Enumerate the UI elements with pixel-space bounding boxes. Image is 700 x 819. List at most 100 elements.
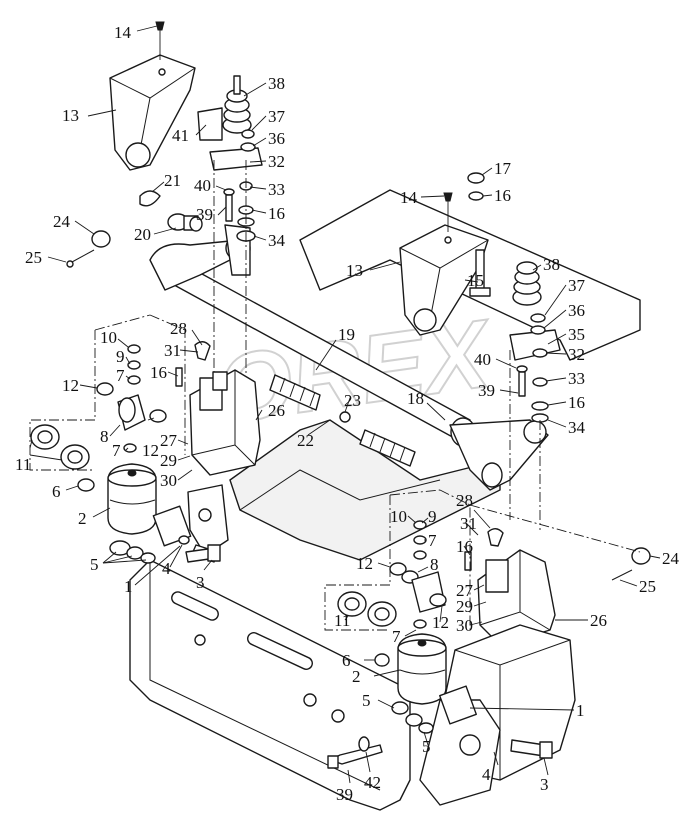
lever-arm-right — [449, 419, 549, 491]
leader-lines — [29, 25, 661, 784]
callout-39: 39 — [196, 205, 213, 224]
callout-32: 32 — [268, 152, 285, 171]
callout-10: 10 — [390, 507, 407, 526]
callout-20: 20 — [134, 225, 151, 244]
callout-16: 16 — [268, 204, 285, 223]
callout-19: 19 — [338, 325, 355, 344]
callout-11: 11 — [15, 455, 31, 474]
callout-12: 12 — [356, 554, 373, 573]
callout-30: 30 — [456, 616, 473, 635]
callout-25: 25 — [25, 248, 42, 267]
callout-29: 29 — [160, 451, 177, 470]
callout-29: 29 — [456, 597, 473, 616]
callout-36: 36 — [268, 129, 285, 148]
callout-16: 16 — [150, 363, 167, 382]
callout-2: 2 — [352, 667, 361, 686]
pin-20-and-ring-21 — [139, 190, 203, 232]
callout-8: 8 — [430, 555, 439, 574]
cab-mount-26-left — [175, 341, 261, 476]
callout-7: 7 — [116, 366, 125, 385]
callout-39: 39 — [478, 381, 495, 400]
washers-left-upper — [96, 344, 167, 453]
bolt-39-washer-42 — [327, 736, 383, 769]
callout-2: 2 — [78, 509, 87, 528]
callout-24: 24 — [662, 549, 680, 568]
callout-9: 9 — [428, 507, 437, 526]
callout-1: 1 — [124, 577, 133, 596]
cab-mount-26-right — [464, 528, 556, 646]
callout-37: 37 — [268, 107, 286, 126]
callout-22: 22 — [297, 431, 314, 450]
washers-right-lower — [389, 520, 447, 629]
callout-26: 26 — [268, 401, 285, 420]
callout-38: 38 — [543, 255, 560, 274]
callout-4: 4 — [162, 559, 171, 578]
bracket-13-left — [109, 21, 196, 171]
link-stack-right — [467, 172, 561, 530]
rubber-bushing-38-right — [512, 261, 542, 306]
callout-40: 40 — [194, 176, 211, 195]
callout-5: 5 — [90, 555, 99, 574]
callout-7: 7 — [392, 627, 401, 646]
callout-31: 31 — [164, 341, 181, 360]
callout-18: 18 — [407, 389, 424, 408]
bushing-pack-11-right — [337, 591, 397, 627]
callout-33: 33 — [568, 369, 585, 388]
callout-32: 32 — [568, 345, 585, 364]
callout-12: 12 — [432, 613, 449, 632]
callout-1: 1 — [576, 701, 585, 720]
callout-16: 16 — [456, 537, 473, 556]
threaded-rod-22 — [269, 374, 416, 467]
callout-36: 36 — [568, 301, 585, 320]
callout-labels: 14 13 38 37 41 36 32 21 40 33 39 16 20 3… — [15, 23, 680, 804]
callout-12: 12 — [142, 441, 159, 460]
callout-27: 27 — [456, 581, 474, 600]
callout-6: 6 — [342, 651, 351, 670]
callout-3: 3 — [540, 775, 549, 794]
callout-4: 4 — [482, 765, 491, 784]
callout-35: 35 — [568, 325, 585, 344]
callout-41: 41 — [172, 126, 189, 145]
callout-9: 9 — [116, 347, 125, 366]
callout-42: 42 — [364, 773, 381, 792]
callout-16: 16 — [494, 186, 511, 205]
callout-5: 5 — [422, 737, 431, 756]
callout-7: 7 — [428, 531, 437, 550]
callout-23: 23 — [344, 391, 361, 410]
callout-33: 33 — [268, 180, 285, 199]
callout-5: 5 — [362, 691, 371, 710]
callout-17: 17 — [494, 159, 512, 178]
nut-24-left — [66, 230, 111, 268]
callout-34: 34 — [568, 418, 586, 437]
callout-37: 37 — [568, 276, 586, 295]
callout-38: 38 — [268, 74, 285, 93]
callout-15: 15 — [467, 271, 484, 290]
callout-21: 21 — [164, 171, 181, 190]
bolt-3 — [185, 544, 553, 759]
callout-34: 34 — [268, 231, 286, 250]
callout-27: 27 — [160, 431, 178, 450]
air-spring-2-right — [374, 633, 477, 734]
callout-28: 28 — [170, 319, 187, 338]
callout-6: 6 — [52, 482, 61, 501]
callout-40: 40 — [474, 350, 491, 369]
callout-25: 25 — [639, 577, 656, 596]
callout-26: 26 — [590, 611, 607, 630]
callout-7: 7 — [112, 441, 121, 460]
suspension-housing — [419, 624, 576, 806]
callout-30: 30 — [160, 471, 177, 490]
link-stack-left — [197, 75, 263, 395]
callout-14: 14 — [114, 23, 132, 42]
callout-24: 24 — [53, 212, 71, 231]
bracket-13-right — [399, 192, 491, 336]
rubber-bushing-38-left — [222, 75, 252, 134]
callout-3: 3 — [196, 573, 205, 592]
callout-16: 16 — [568, 393, 585, 412]
frame-rail-lower — [129, 559, 411, 811]
callout-13: 13 — [346, 261, 363, 280]
callout-39: 39 — [336, 785, 353, 804]
callout-31: 31 — [460, 514, 477, 533]
callout-8: 8 — [100, 427, 109, 446]
